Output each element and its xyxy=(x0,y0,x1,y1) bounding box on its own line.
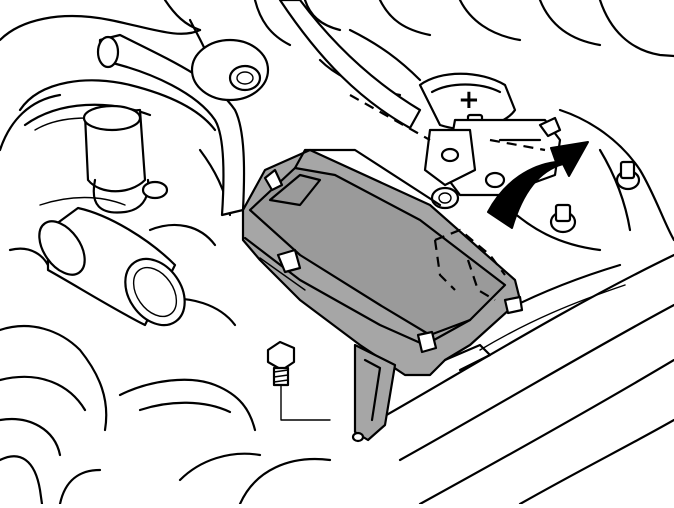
battery-positive-cable: + xyxy=(278,0,517,135)
bolt-group-right xyxy=(440,116,641,234)
bolt-icon xyxy=(266,340,331,421)
fuse-box xyxy=(241,148,524,443)
air-intake-pipe xyxy=(38,206,186,327)
body-panel-lines xyxy=(358,198,674,506)
filler-neck xyxy=(82,104,169,214)
lower-frame xyxy=(0,417,332,506)
engine-pulley xyxy=(190,38,270,102)
curved-arrow-icon xyxy=(487,141,589,229)
positive-terminal-label: + xyxy=(458,85,480,115)
